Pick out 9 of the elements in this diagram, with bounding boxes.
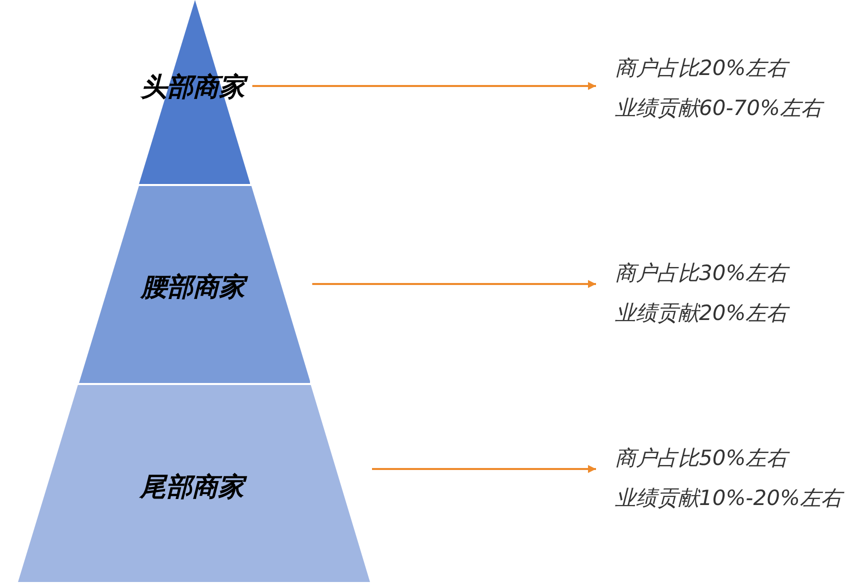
info-text: 业绩贡献60-70%左右 — [615, 88, 822, 128]
arrow — [312, 280, 596, 288]
info-text: 业绩贡献10%-20%左右 — [615, 478, 842, 518]
arrow — [372, 465, 596, 473]
info-text: 商户占比20%左右 — [615, 55, 788, 82]
arrow — [252, 82, 596, 90]
info-text: 商户占比30%左右 — [615, 260, 788, 287]
info-text: 商户占比50%左右 — [615, 445, 788, 472]
info-text: 业绩贡献20%左右 — [615, 300, 788, 327]
